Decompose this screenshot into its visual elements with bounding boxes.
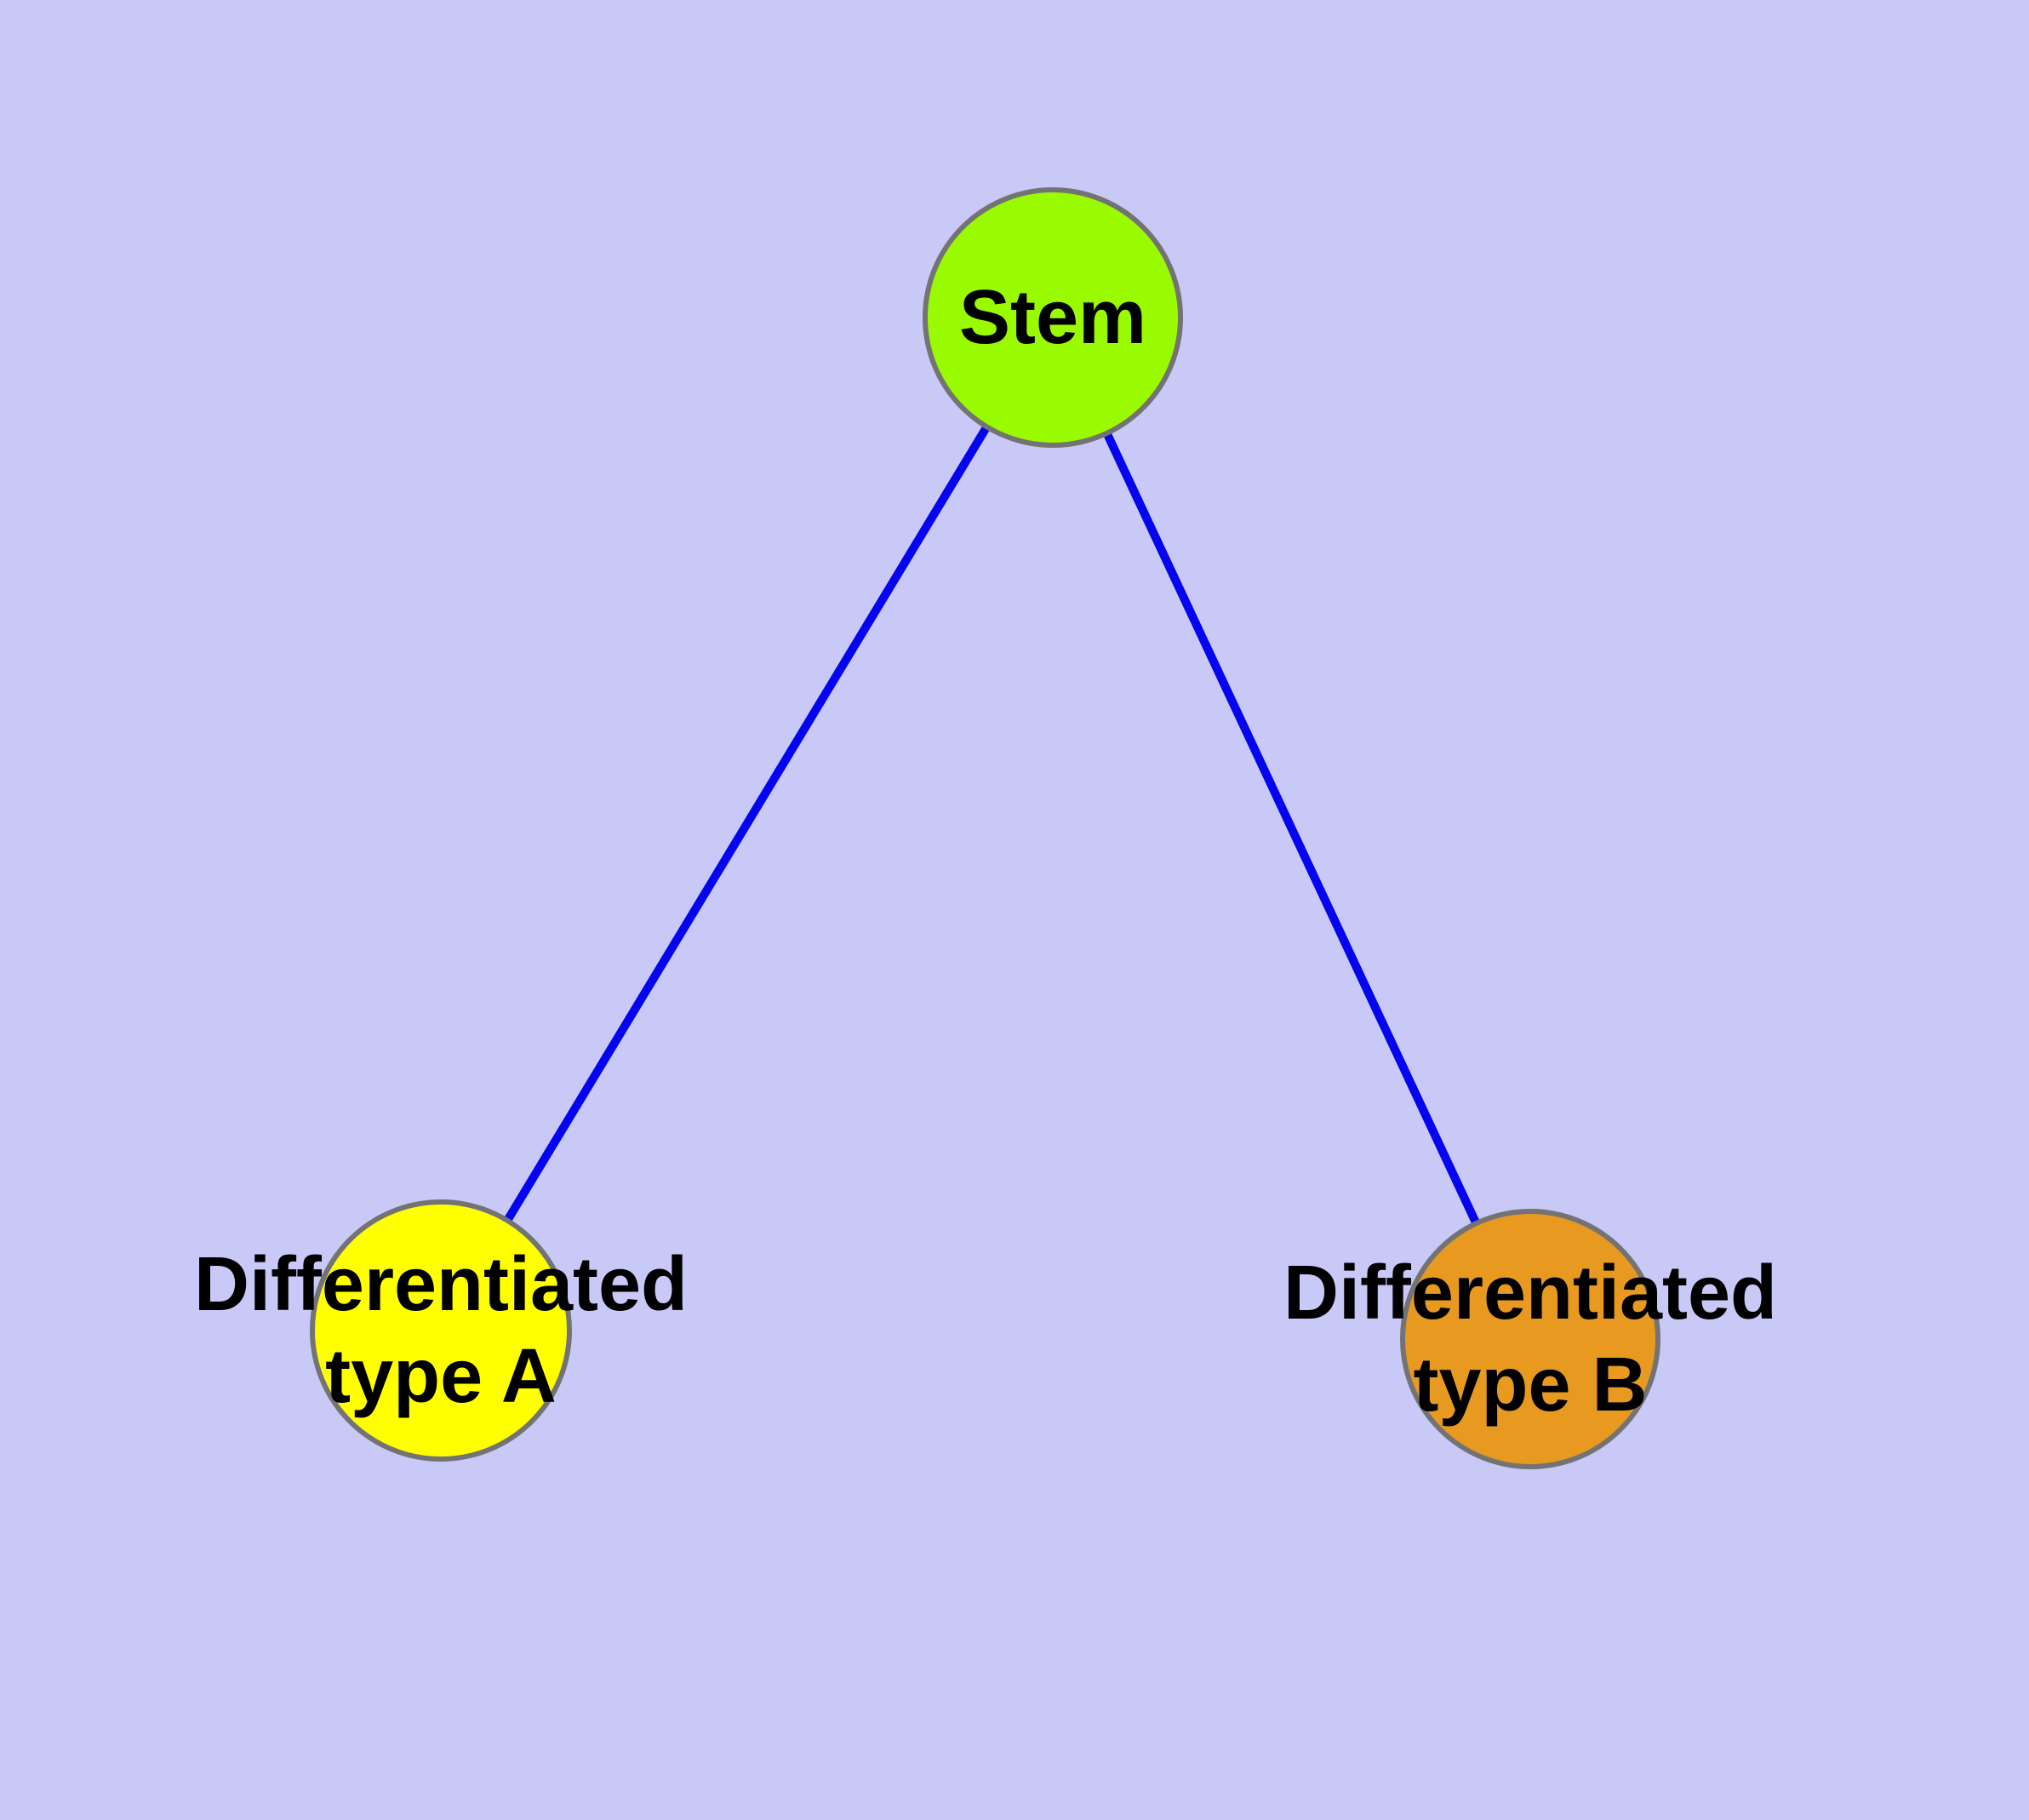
edge-stem-to-type-b bbox=[1049, 315, 1535, 1342]
node-type-b-label-line2: type B bbox=[1413, 1342, 1647, 1428]
node-stem bbox=[923, 187, 1183, 448]
node-type-b-label-line1: Differentiated bbox=[1283, 1251, 1777, 1336]
edge-stem-to-type-a bbox=[437, 315, 1057, 1333]
node-differentiated-type-a bbox=[310, 1199, 572, 1462]
node-differentiated-type-b bbox=[1400, 1209, 1660, 1469]
node-type-a-label-line1: Differentiated bbox=[194, 1242, 688, 1327]
node-type-a-label-line2: type A bbox=[325, 1334, 557, 1419]
node-stem-label: Stem bbox=[959, 275, 1146, 360]
